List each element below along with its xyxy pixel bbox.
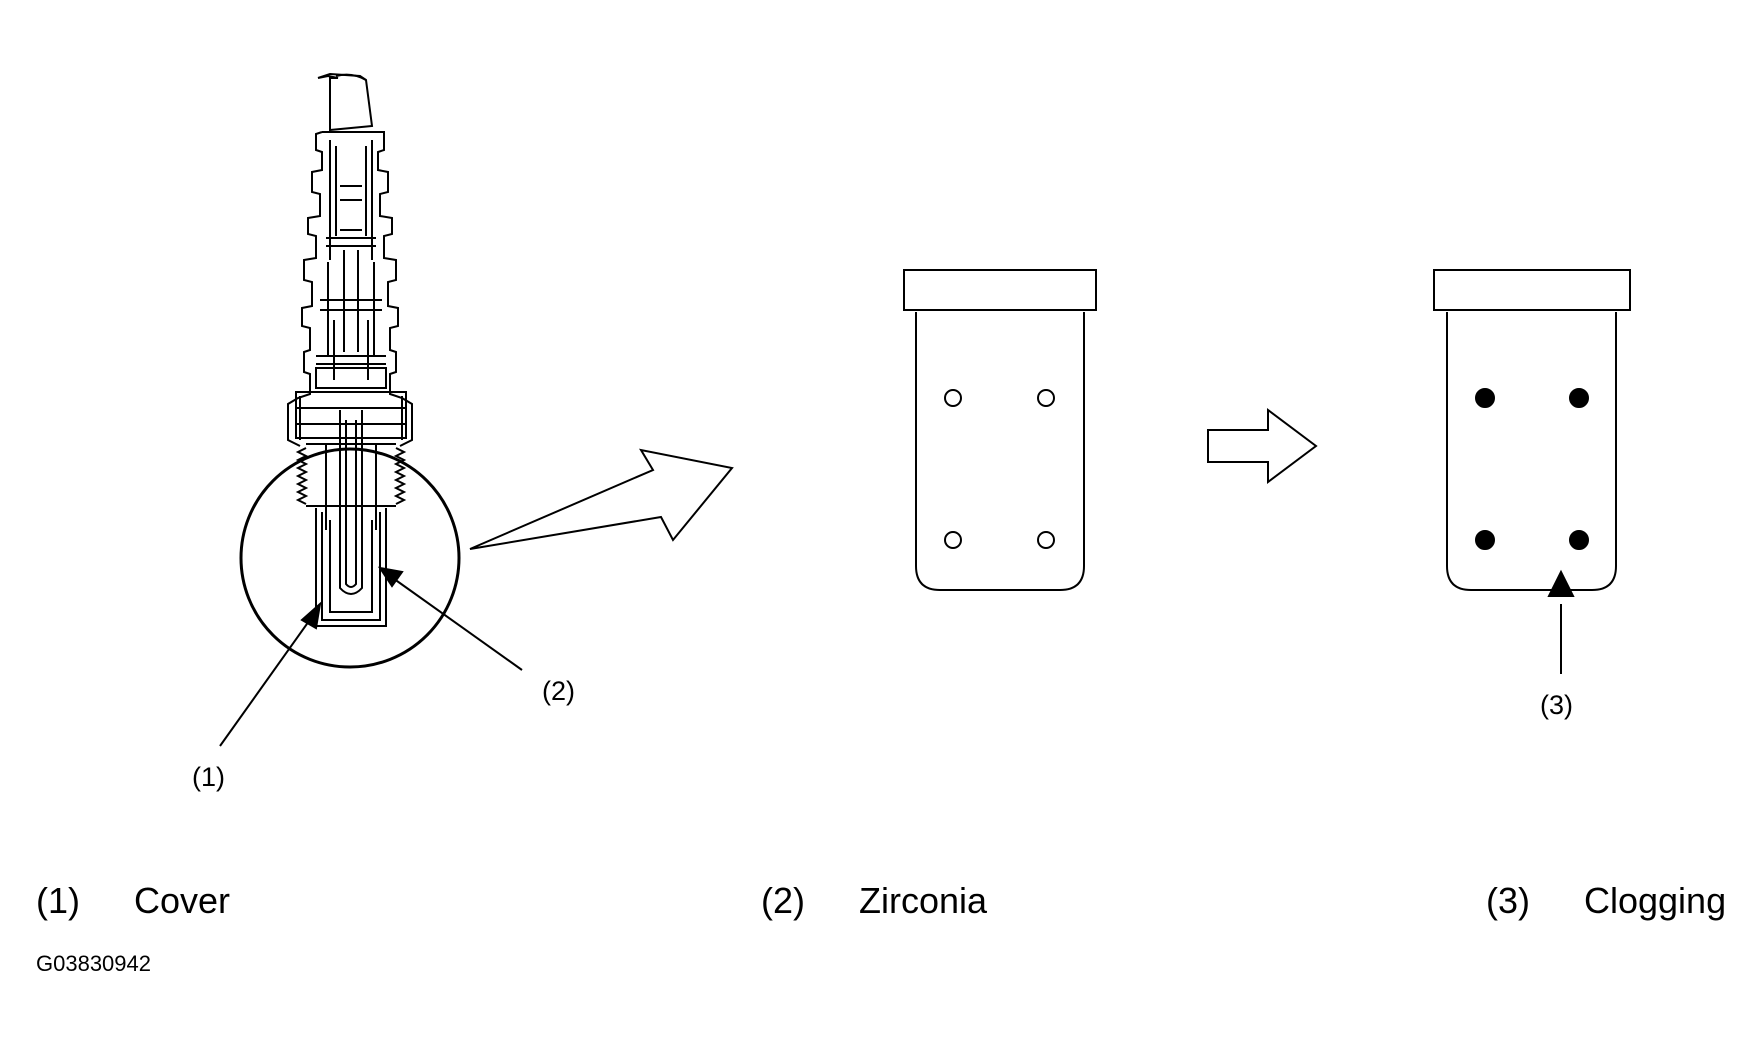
callout-2-label: (2): [542, 676, 575, 706]
legend-label: Clogging: [1584, 880, 1727, 921]
figure-code: G03830942: [36, 951, 151, 976]
legend-item-clogging: (3) Clogging: [1486, 880, 1726, 922]
callout-3-label: (3): [1540, 690, 1573, 720]
legend-number: (3): [1486, 880, 1530, 921]
zirconia-element-clogged: [1433, 269, 1631, 591]
legend-item-zirconia: (2) Zirconia: [761, 880, 987, 922]
magnify-arrow: [469, 448, 734, 550]
oxygen-sensor-cross-section: [239, 72, 461, 669]
legend-label: Cover: [134, 880, 231, 921]
legend-number: (2): [761, 880, 805, 921]
callout-1-leader: [219, 601, 322, 747]
callout-3-leader: [1547, 569, 1575, 674]
transition-arrow: [1207, 408, 1318, 484]
legend-item-cover: (1) Cover: [36, 880, 230, 922]
legend-number: (1): [36, 880, 80, 921]
callout-1-label: (1): [192, 762, 225, 792]
callout-2-leader: [377, 566, 523, 671]
zirconia-element-normal: [903, 269, 1097, 591]
legend-label: Zirconia: [859, 880, 988, 921]
